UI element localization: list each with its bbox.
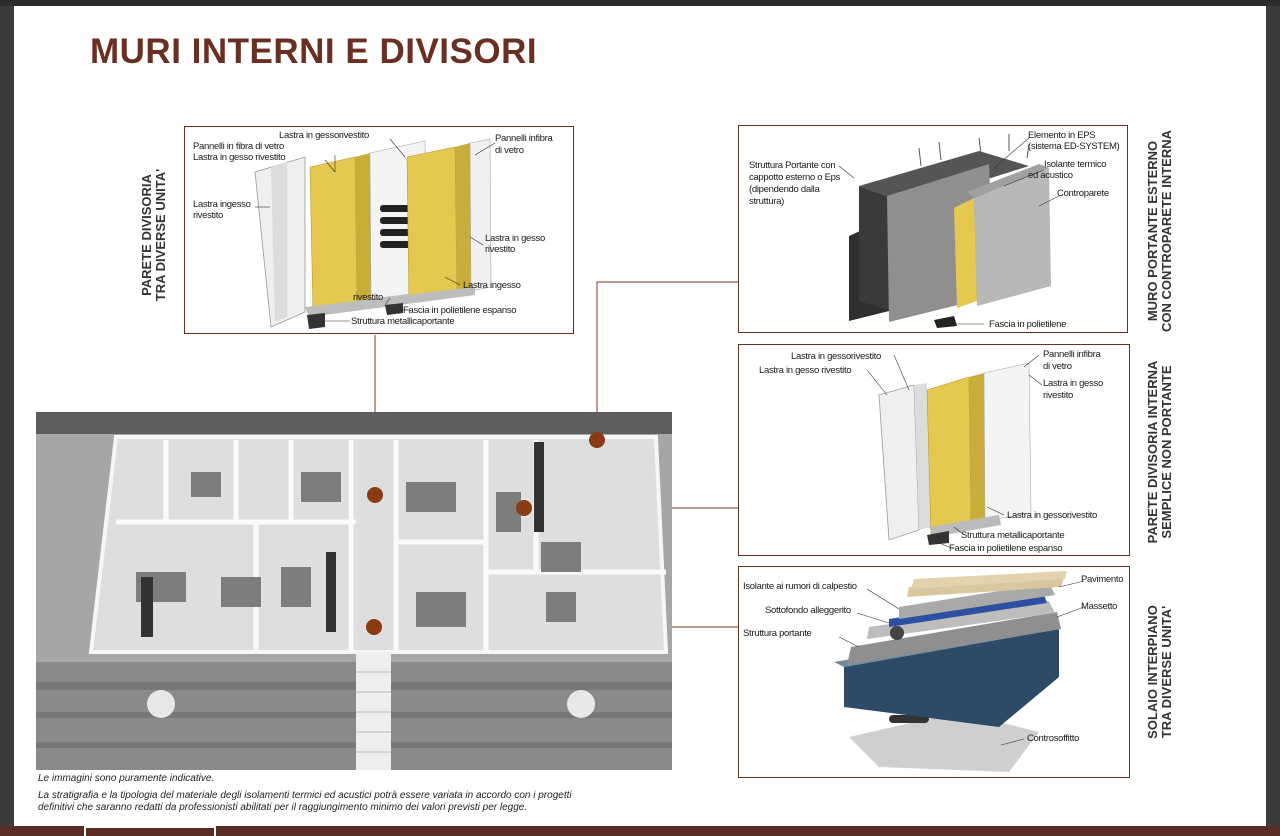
label-fascia-p3: Fascia in polietilene espanso xyxy=(949,543,1063,554)
side-label-p3-line1: PARETE DIVISORIA INTERNA xyxy=(1145,360,1160,544)
label-sistema-ed: (sistema ED-SYSTEM) xyxy=(1028,141,1120,152)
floor-section-illustration xyxy=(834,571,1085,772)
note-line-2: La stratigrafia e la tipologia del mater… xyxy=(38,790,572,801)
marker-dot-2 xyxy=(589,432,605,448)
label-struttura-paren: struttura) xyxy=(749,196,785,207)
label-vetro-p3: di vetro xyxy=(1043,361,1072,372)
side-label-p2: MURO PORTANTE ESTERNO CON CONTROPARETE I… xyxy=(1145,126,1174,336)
label-struttura-p3: Struttura metallicaportante xyxy=(961,530,1065,541)
footer-logo-frame xyxy=(84,826,216,836)
side-label-p2-line1: MURO PORTANTE ESTERNO xyxy=(1145,140,1160,322)
label-pavimento: Pavimento xyxy=(1081,574,1124,585)
label-pannelli-p3: Pannelli infibra xyxy=(1043,349,1101,360)
note-line-3: definitivi che saranno redatti da profes… xyxy=(38,802,528,813)
label-lastra-bottom-p3: Lastra in gessorivestito xyxy=(1007,510,1097,521)
label-lastra-gesso-side-2: rivestito xyxy=(193,210,224,221)
label-lastra-gesso-left: Lastra in gesso rivestito xyxy=(193,152,286,163)
label-struttura-metallica: Struttura metallicaportante xyxy=(351,316,455,327)
label-elemento-eps: Elemento in EPS xyxy=(1028,130,1096,141)
label-dipendendo: (dipendendo dalla xyxy=(749,184,820,195)
panel-muro-portante: Elemento in EPS (sistema ED-SYSTEM) Isol… xyxy=(738,125,1128,333)
label-lastra-gesso-top: Lastra in gessorivestito xyxy=(279,130,369,141)
side-label-p4-line2: TRA DIVERSE UNITA' xyxy=(1159,605,1174,739)
window-top-bar xyxy=(0,0,1280,6)
label-rivestito-bottom: rivestito xyxy=(353,292,384,303)
floor-plan-illustration xyxy=(36,412,672,770)
side-label-p4-line1: SOLAIO INTERPIANO xyxy=(1145,605,1160,739)
label-lastra-top-p3: Lastra in gessorivestito xyxy=(791,351,881,362)
label-pannelli-fibra-right-2: di vetro xyxy=(495,145,524,156)
partition-wall-illustration xyxy=(866,354,1043,550)
label-cappotto: cappotto esterno o Eps xyxy=(749,172,841,183)
note-line-1: Le immagini sono puramente indicative. xyxy=(38,773,215,784)
label-controsoffitto: Controsoffitto xyxy=(1027,733,1080,744)
label-massetto: Massetto xyxy=(1081,601,1118,612)
label-lastra-gesso-right: Lastra in gesso xyxy=(485,233,545,244)
floor-plan-render xyxy=(36,412,672,770)
side-label-p4: SOLAIO INTERPIANO TRA DIVERSE UNITA' xyxy=(1145,566,1174,778)
label-ed-acustico: ed acustico xyxy=(1028,170,1073,181)
marker-dot-4 xyxy=(366,619,382,635)
wall-section-illustration xyxy=(254,138,496,329)
label-isolante-calpestio: Isolante ai rumori di calpestio xyxy=(743,581,857,592)
page-footer-bar xyxy=(0,826,1280,836)
label-lastra-gesso-right-2: rivestito xyxy=(485,244,516,255)
panel-solaio-interpiano: Isolante ai rumori di calpestio Sottofon… xyxy=(738,566,1130,778)
side-label-p1: PARETE DIVISORIA TRA DIVERSE UNITA' xyxy=(139,132,168,338)
external-wall-illustration xyxy=(838,134,1060,328)
label-controparete: Controparete xyxy=(1057,188,1109,199)
label-struttura-portante: Struttura Portante con xyxy=(749,160,836,171)
label-lastra-gesso-bottom: Lastra ingesso xyxy=(463,280,521,291)
label-isolante-termico: Isolante termico xyxy=(1044,159,1107,170)
label-fascia-polietilene: Fascia in polietilene espanso xyxy=(403,305,517,316)
label-struttura-portante-p4: Struttura portante xyxy=(743,628,812,639)
label-fascia-polietilene-2: Fascia in polietilene xyxy=(989,319,1067,330)
label-sottofondo: Sottofondo alleggerito xyxy=(765,605,851,616)
label-lastra-gesso-side: Lastra ingesso xyxy=(193,199,251,210)
marker-dot-1 xyxy=(367,487,383,503)
side-label-p1-line2: TRA DIVERSE UNITA' xyxy=(153,168,168,302)
side-label-p1-line1: PARETE DIVISORIA xyxy=(139,174,154,296)
label-lastra-right-p3: Lastra in gesso xyxy=(1043,378,1103,389)
panel-parete-divisoria-unita: Lastra in gessorivestito Pannelli in fib… xyxy=(184,126,574,334)
label-rivestito-p3: rivestito xyxy=(1043,390,1074,401)
side-label-p2-line2: CON CONTROPARETE INTERNA xyxy=(1159,130,1174,332)
label-lastra-left-p3: Lastra in gesso rivestito xyxy=(759,365,852,376)
label-pannelli-fibra-right: Pannelli infibra xyxy=(495,133,553,144)
label-pannelli-fibra-left: Pannelli in fibra di vetro xyxy=(193,141,284,152)
side-label-p3: PARETE DIVISORIA INTERNA SEMPLICE NON PO… xyxy=(1145,346,1174,558)
marker-dot-3 xyxy=(516,500,532,516)
panel-parete-interna: Lastra in gessorivestito Lastra in gesso… xyxy=(738,344,1130,556)
side-label-p3-line2: SEMPLICE NON PORTANTE xyxy=(1159,365,1174,539)
page-title: MURI INTERNI E DIVISORI xyxy=(90,32,538,71)
